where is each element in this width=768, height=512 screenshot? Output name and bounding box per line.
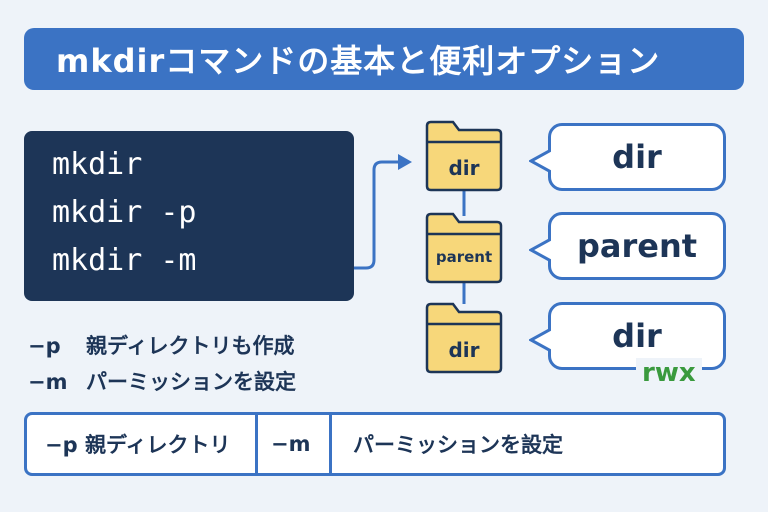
legend-p: −p 親ディレクトリも作成 bbox=[28, 330, 295, 360]
summary-m-option: −m bbox=[271, 432, 311, 456]
folder-icon bbox=[425, 302, 503, 374]
bubble-dir-bottom: dir bbox=[529, 302, 726, 370]
bubble-text: parent bbox=[576, 227, 698, 265]
summary-divider-2 bbox=[329, 415, 332, 473]
arrow-line bbox=[354, 160, 398, 270]
legend-p-desc: 親ディレクトリも作成 bbox=[86, 334, 295, 358]
folder-icon bbox=[425, 212, 503, 284]
command-mkdir: mkdir bbox=[52, 147, 143, 182]
command-mkdir-m: mkdir -m bbox=[52, 243, 197, 278]
folder-parent: parent bbox=[425, 212, 503, 284]
options-summary-bar: −p 親ディレクトリ −m パーミッションを設定 bbox=[24, 412, 726, 476]
folder-label: dir bbox=[448, 156, 480, 180]
folder-dir-top: dir bbox=[425, 120, 503, 192]
folder-dir-bottom: dir bbox=[425, 302, 503, 374]
command-mkdir-p: mkdir -p bbox=[52, 195, 197, 230]
legend-p-key: −p bbox=[28, 334, 61, 358]
permission-badge: rwx bbox=[636, 358, 702, 388]
bubble-tail bbox=[529, 239, 551, 261]
page-title: mkdirコマンドの基本と便利オプション bbox=[56, 42, 661, 80]
arrow-head-icon bbox=[398, 154, 412, 170]
title-banner: mkdirコマンドの基本と便利オプション bbox=[24, 28, 744, 90]
bubble-text: dir bbox=[612, 138, 662, 176]
folder-label: parent bbox=[435, 248, 493, 266]
summary-p-option: −p 親ディレクトリ bbox=[45, 433, 231, 457]
legend-m-key: −m bbox=[28, 370, 68, 394]
folder-icon bbox=[425, 120, 503, 192]
summary-m-desc: パーミッションを設定 bbox=[353, 433, 563, 457]
summary-divider-1 bbox=[255, 415, 258, 473]
bubble-text: dir bbox=[612, 317, 662, 355]
bubble-tail bbox=[529, 329, 551, 351]
folder-label: dir bbox=[448, 338, 480, 362]
bubble-parent: parent bbox=[529, 212, 726, 280]
bubble-tail bbox=[529, 150, 551, 172]
bubble-dir-top: dir bbox=[529, 123, 726, 191]
legend-m-desc: パーミッションを設定 bbox=[86, 370, 296, 394]
terminal-panel: mkdir mkdir -p mkdir -m bbox=[24, 131, 354, 301]
legend-m: −m パーミッションを設定 bbox=[28, 366, 296, 396]
